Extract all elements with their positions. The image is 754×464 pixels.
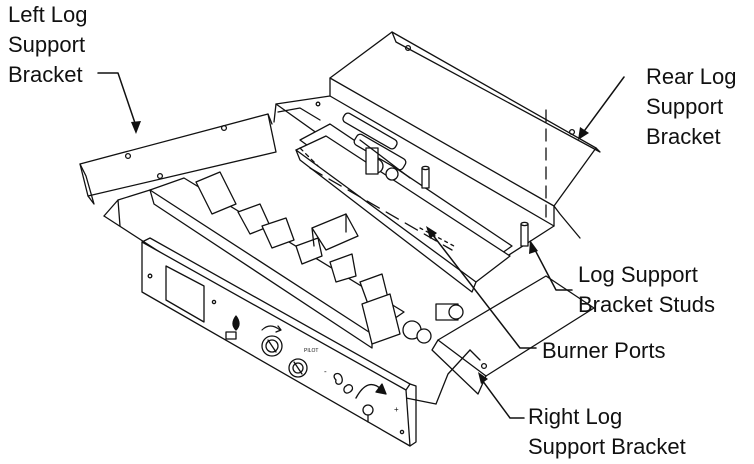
left-log-support-bracket bbox=[79, 113, 277, 205]
label-line: Left Log bbox=[8, 2, 88, 27]
panel-mark-minus: - bbox=[324, 367, 327, 376]
right-log-support-bracket bbox=[431, 275, 595, 395]
fan-icon bbox=[333, 372, 354, 394]
label-left-log-support-bracket: Left Log Support Bracket bbox=[8, 0, 88, 90]
rear-log-support-bracket bbox=[329, 31, 601, 239]
bracket-stud-left bbox=[421, 165, 430, 189]
knob-icon bbox=[261, 325, 283, 357]
label-line: Support bbox=[646, 94, 724, 119]
leader-lines bbox=[97, 72, 625, 419]
pilot-assembly bbox=[342, 112, 411, 181]
label-line: Support Bracket bbox=[528, 434, 686, 459]
label-right-log-support-bracket: Right Log Support Bracket bbox=[528, 402, 686, 462]
label-line: Support bbox=[8, 32, 86, 57]
label-line: Bracket Studs bbox=[578, 292, 715, 317]
burner-pan bbox=[295, 123, 513, 293]
arrow-icon bbox=[355, 383, 387, 423]
label-line: Bracket bbox=[8, 62, 83, 87]
panel-mark-plus: + bbox=[394, 405, 399, 414]
label-log-support-bracket-studs: Log Support Bracket Studs bbox=[578, 260, 715, 320]
flame-icon bbox=[225, 315, 240, 340]
front-right-fittings bbox=[361, 293, 464, 345]
label-line: Rear Log bbox=[646, 64, 737, 89]
label-line: Right Log bbox=[528, 404, 623, 429]
display-window bbox=[165, 265, 205, 323]
label-rear-log-support-bracket: Rear Log Support Bracket bbox=[646, 62, 737, 152]
label-line: Log Support bbox=[578, 262, 698, 287]
label-line: Burner Ports bbox=[542, 338, 666, 363]
bracket-stud-right bbox=[520, 221, 529, 247]
label-line: Bracket bbox=[646, 124, 721, 149]
panel-knob-label: PILOT bbox=[304, 348, 318, 354]
igniter-icon bbox=[288, 358, 308, 378]
label-burner-ports: Burner Ports bbox=[542, 336, 666, 366]
